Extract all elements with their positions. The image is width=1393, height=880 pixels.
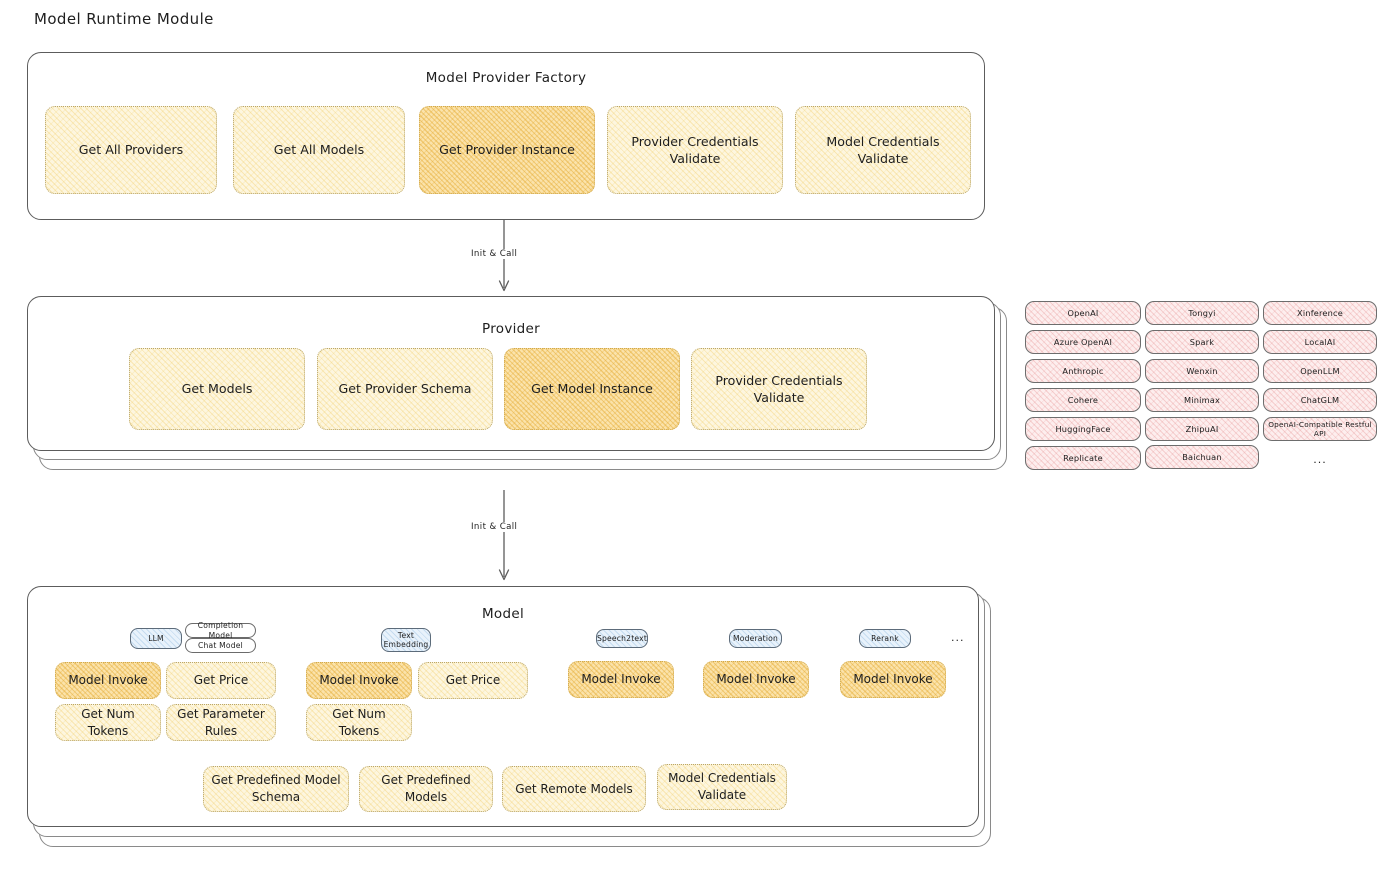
model-tile-text-embedding-model-invoke[interactable]: Model Invoke bbox=[306, 662, 412, 699]
model-tile-moderation-model-invoke[interactable]: Model Invoke bbox=[703, 661, 809, 698]
provider-tile-get-models[interactable]: Get Models bbox=[129, 348, 305, 430]
model-tile-text-embedding-get-price[interactable]: Get Price bbox=[418, 662, 528, 699]
model-type-chip-rerank[interactable]: Rerank bbox=[859, 629, 911, 648]
factory-tile-get-all-models[interactable]: Get All Models bbox=[233, 106, 405, 194]
factory-tile-model-credentials-validate[interactable]: Model Credentials Validate bbox=[795, 106, 971, 194]
model-type-chip-moderation[interactable]: Moderation bbox=[729, 629, 782, 648]
model-title: Model bbox=[481, 606, 525, 622]
model-subtype-chip-completion-model[interactable]: Completion Model bbox=[185, 621, 256, 640]
provider-pill-zhipuai[interactable]: ZhipuAI bbox=[1145, 417, 1259, 441]
model-tile-llm-get-price[interactable]: Get Price bbox=[166, 662, 276, 699]
provider-list-ellipsis: ... bbox=[1313, 453, 1327, 466]
model-tile-rerank-model-invoke[interactable]: Model Invoke bbox=[840, 661, 946, 698]
provider-pill-spark[interactable]: Spark bbox=[1145, 330, 1259, 354]
model-subtype-chip-chat-model[interactable]: Chat Model bbox=[185, 638, 256, 653]
model-type-chip-llm[interactable]: LLM bbox=[130, 628, 182, 649]
model-provider-factory-title: Model Provider Factory bbox=[425, 70, 587, 86]
model-tile-speech2text-model-invoke[interactable]: Model Invoke bbox=[568, 661, 674, 698]
provider-pill-tongyi[interactable]: Tongyi bbox=[1145, 301, 1259, 325]
provider-pill-huggingface[interactable]: HuggingFace bbox=[1025, 417, 1141, 441]
provider-pill-openllm[interactable]: OpenLLM bbox=[1263, 359, 1377, 383]
provider-pill-chatglm[interactable]: ChatGLM bbox=[1263, 388, 1377, 412]
provider-pill-openai-compatible-restful-api[interactable]: OpenAI-Compatible Restful API bbox=[1263, 417, 1377, 441]
arrow-provider-to-model: Init & Call bbox=[468, 490, 521, 585]
model-tile-llm-get-parameter-rules[interactable]: Get Parameter Rules bbox=[166, 704, 276, 741]
model-tile-model-credentials-validate[interactable]: Model Credentials Validate bbox=[657, 764, 787, 810]
arrow-2-label: Init & Call bbox=[468, 522, 521, 532]
arrow-1-label: Init & Call bbox=[468, 249, 521, 259]
provider-pill-xinference[interactable]: Xinference bbox=[1263, 301, 1377, 325]
model-tile-text-embedding-get-num-tokens[interactable]: Get Num Tokens bbox=[306, 704, 412, 741]
provider-tile-provider-credentials-validate[interactable]: Provider Credentials Validate bbox=[691, 348, 867, 430]
provider-tile-get-model-instance[interactable]: Get Model Instance bbox=[504, 348, 680, 430]
model-type-chip-speech2text[interactable]: Speech2text bbox=[596, 629, 648, 648]
provider-pill-cohere[interactable]: Cohere bbox=[1025, 388, 1141, 412]
provider-pill-minimax[interactable]: Minimax bbox=[1145, 388, 1259, 412]
factory-tile-provider-credentials-validate[interactable]: Provider Credentials Validate bbox=[607, 106, 783, 194]
model-tile-get-predefined-models[interactable]: Get Predefined Models bbox=[359, 766, 493, 812]
model-tile-get-predefined-model-schema[interactable]: Get Predefined Model Schema bbox=[203, 766, 349, 812]
provider-pill-openai[interactable]: OpenAI bbox=[1025, 301, 1141, 325]
arrow-factory-to-provider: Init & Call bbox=[468, 220, 521, 296]
provider-tile-get-provider-schema[interactable]: Get Provider Schema bbox=[317, 348, 493, 430]
model-tile-llm-get-num-tokens[interactable]: Get Num Tokens bbox=[55, 704, 161, 741]
provider-pill-baichuan[interactable]: Baichuan bbox=[1145, 445, 1259, 469]
provider-pill-localai[interactable]: LocalAI bbox=[1263, 330, 1377, 354]
model-types-ellipsis: ... bbox=[951, 631, 965, 644]
provider-pill-replicate[interactable]: Replicate bbox=[1025, 446, 1141, 470]
arrow-2-icon bbox=[498, 490, 510, 581]
provider-pill-anthropic[interactable]: Anthropic bbox=[1025, 359, 1141, 383]
provider-title: Provider bbox=[482, 321, 540, 337]
provider-pill-azure-openai[interactable]: Azure OpenAI bbox=[1025, 330, 1141, 354]
model-tile-get-remote-models[interactable]: Get Remote Models bbox=[502, 766, 646, 812]
factory-tile-get-all-providers[interactable]: Get All Providers bbox=[45, 106, 217, 194]
provider-pill-wenxin[interactable]: Wenxin bbox=[1145, 359, 1259, 383]
factory-tile-get-provider-instance[interactable]: Get Provider Instance bbox=[419, 106, 595, 194]
model-tile-llm-model-invoke[interactable]: Model Invoke bbox=[55, 662, 161, 699]
page-title: Model Runtime Module bbox=[34, 10, 214, 28]
model-type-chip-text-embedding[interactable]: Text Embedding bbox=[381, 628, 431, 652]
